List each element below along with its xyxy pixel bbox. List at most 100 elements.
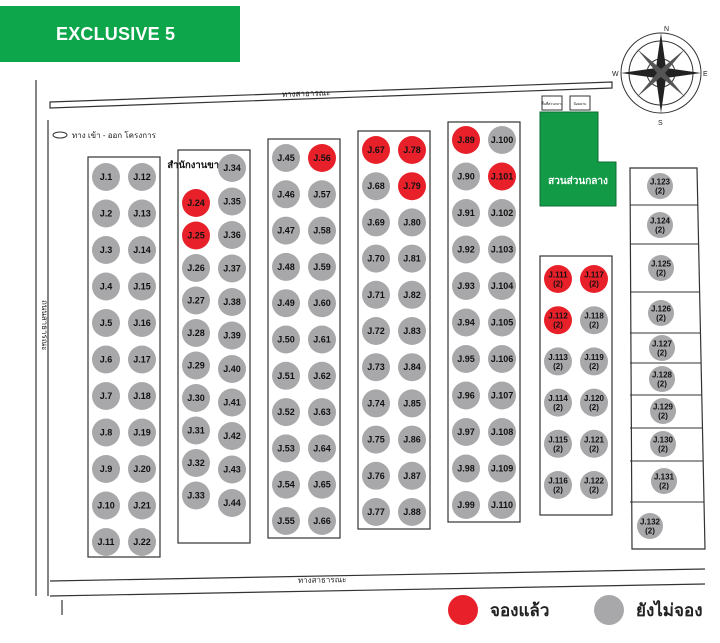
- plot-marker[interactable]: [398, 172, 426, 201]
- plot-marker[interactable]: [128, 309, 156, 337]
- plot-j44[interactable]: J.44: [218, 489, 246, 517]
- plot-j66[interactable]: J.66: [308, 507, 336, 535]
- plot-j112[interactable]: J.112(2): [544, 306, 572, 335]
- plot-j41[interactable]: J.41: [218, 388, 246, 417]
- plot-marker[interactable]: [92, 528, 120, 556]
- plot-marker[interactable]: [218, 355, 246, 383]
- plot-j106[interactable]: J.106: [488, 345, 516, 373]
- plot-marker[interactable]: [488, 491, 516, 519]
- plot-j6[interactable]: J.6: [92, 345, 120, 374]
- plot-j34[interactable]: J.34: [218, 154, 246, 182]
- plot-marker[interactable]: [128, 382, 156, 410]
- plot-marker[interactable]: [308, 325, 336, 354]
- plot-j83[interactable]: J.83: [398, 317, 426, 345]
- plot-j10[interactable]: J.10: [92, 491, 120, 520]
- plot-marker[interactable]: [272, 289, 300, 318]
- plot-j2[interactable]: J.2: [92, 199, 120, 228]
- plot-marker[interactable]: [182, 384, 210, 412]
- plot-j119[interactable]: J.119(2): [580, 347, 608, 376]
- plot-marker[interactable]: [272, 180, 300, 209]
- plot-marker[interactable]: [218, 154, 246, 182]
- plot-marker[interactable]: [92, 272, 120, 301]
- plot-j94[interactable]: J.94: [452, 308, 480, 337]
- plot-j43[interactable]: J.43: [218, 455, 246, 484]
- plot-j14[interactable]: J.14: [128, 236, 156, 264]
- plot-j126[interactable]: J.126(2): [648, 300, 674, 326]
- plot-j57[interactable]: J.57: [308, 180, 336, 209]
- plot-j40[interactable]: J.40: [218, 355, 246, 383]
- plot-j62[interactable]: J.62: [308, 361, 336, 390]
- plot-marker[interactable]: [650, 431, 676, 457]
- plot-marker[interactable]: [647, 173, 673, 199]
- plot-marker[interactable]: [488, 235, 516, 264]
- plot-j124[interactable]: J.124(2): [647, 212, 673, 238]
- plot-j100[interactable]: J.100: [488, 126, 516, 154]
- plot-j46[interactable]: J.46: [272, 180, 300, 209]
- plot-marker[interactable]: [488, 126, 516, 154]
- plot-marker[interactable]: [398, 461, 426, 490]
- plot-marker[interactable]: [128, 491, 156, 520]
- plot-marker[interactable]: [92, 236, 120, 264]
- plot-j58[interactable]: J.58: [308, 216, 336, 245]
- plot-marker[interactable]: [488, 308, 516, 337]
- plot-j98[interactable]: J.98: [452, 454, 480, 483]
- plot-j78[interactable]: J.78: [398, 136, 426, 164]
- plot-marker[interactable]: [580, 306, 608, 335]
- plot-marker[interactable]: [452, 162, 480, 191]
- plot-j19[interactable]: J.19: [128, 418, 156, 447]
- plot-marker[interactable]: [272, 434, 300, 463]
- plot-marker[interactable]: [308, 216, 336, 245]
- plot-j49[interactable]: J.49: [272, 289, 300, 318]
- plot-marker[interactable]: [272, 144, 300, 172]
- plot-marker[interactable]: [580, 388, 608, 417]
- plot-j89[interactable]: J.89: [452, 126, 480, 154]
- plot-marker[interactable]: [488, 345, 516, 373]
- plot-j87[interactable]: J.87: [398, 461, 426, 490]
- plot-marker[interactable]: [218, 187, 246, 216]
- plot-marker[interactable]: [92, 163, 120, 191]
- plot-marker[interactable]: [452, 454, 480, 483]
- plot-marker[interactable]: [362, 136, 390, 164]
- plot-j50[interactable]: J.50: [272, 325, 300, 354]
- plot-marker[interactable]: [452, 126, 480, 154]
- plot-marker[interactable]: [92, 382, 120, 410]
- plot-marker[interactable]: [218, 221, 246, 249]
- plot-marker[interactable]: [362, 280, 390, 309]
- plot-marker[interactable]: [362, 244, 390, 273]
- plot-j120[interactable]: J.120(2): [580, 388, 608, 417]
- plot-j79[interactable]: J.79: [398, 172, 426, 201]
- plot-marker[interactable]: [362, 425, 390, 454]
- plot-j130[interactable]: J.130(2): [650, 431, 676, 457]
- plot-j64[interactable]: J.64: [308, 434, 336, 463]
- plot-marker[interactable]: [452, 272, 480, 300]
- plot-marker[interactable]: [648, 255, 674, 281]
- plot-j16[interactable]: J.16: [128, 309, 156, 337]
- plot-marker[interactable]: [182, 416, 210, 445]
- plot-j67[interactable]: J.67: [362, 136, 390, 164]
- plot-j117[interactable]: J.117(2): [580, 265, 608, 293]
- plot-j47[interactable]: J.47: [272, 216, 300, 245]
- plot-marker[interactable]: [308, 289, 336, 318]
- plot-marker[interactable]: [650, 398, 676, 424]
- plot-marker[interactable]: [649, 366, 675, 392]
- plot-marker[interactable]: [182, 449, 210, 477]
- plot-marker[interactable]: [272, 216, 300, 245]
- plot-j38[interactable]: J.38: [218, 288, 246, 316]
- plot-j51[interactable]: J.51: [272, 361, 300, 390]
- plot-j85[interactable]: J.85: [398, 389, 426, 418]
- plot-j115[interactable]: J.115(2): [544, 429, 572, 458]
- plot-j17[interactable]: J.17: [128, 345, 156, 374]
- plot-j104[interactable]: J.104: [488, 272, 516, 300]
- plot-j28[interactable]: J.28: [182, 319, 210, 347]
- plot-j96[interactable]: J.96: [452, 381, 480, 410]
- plot-j30[interactable]: J.30: [182, 384, 210, 412]
- plot-marker[interactable]: [128, 199, 156, 228]
- plot-marker[interactable]: [647, 212, 673, 238]
- plot-marker[interactable]: [92, 345, 120, 374]
- plot-marker[interactable]: [182, 481, 210, 510]
- plot-j55[interactable]: J.55: [272, 507, 300, 535]
- plot-marker[interactable]: [452, 491, 480, 519]
- plot-j103[interactable]: J.103: [488, 235, 516, 264]
- plot-j97[interactable]: J.97: [452, 418, 480, 446]
- plot-marker[interactable]: [362, 317, 390, 345]
